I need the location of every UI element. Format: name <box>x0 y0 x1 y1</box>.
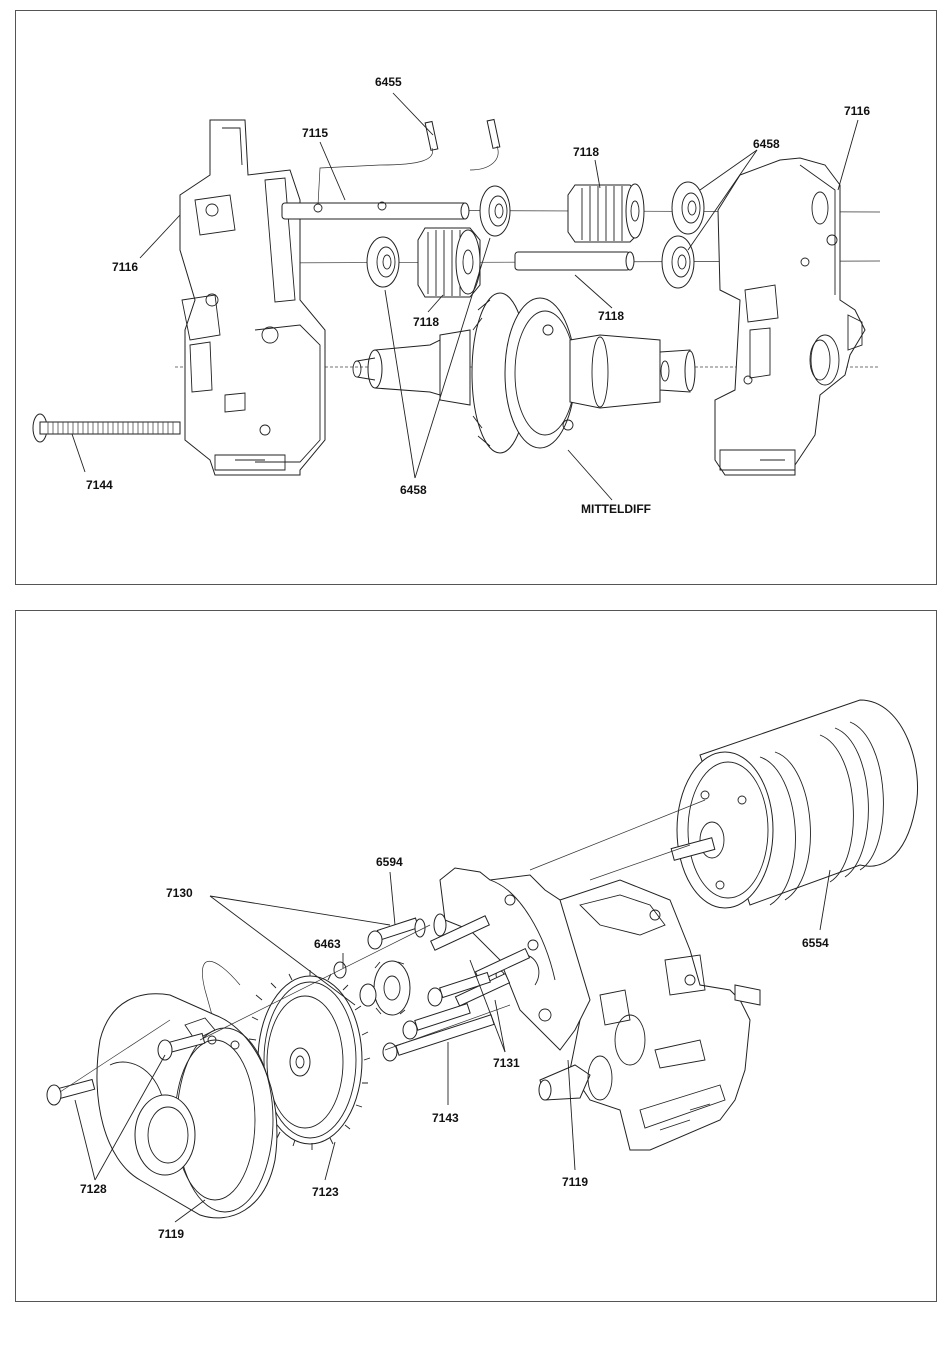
label-7128: 7128 <box>80 1182 107 1196</box>
spur-cover-7119 <box>97 994 277 1218</box>
label-7118-shaft: 7118 <box>598 309 624 323</box>
top-assembly-drawing: 6455 7115 7118 6458 7116 7116 7118 7118 … <box>33 75 880 516</box>
label-7118-upper: 7118 <box>573 145 599 159</box>
screw-7144 <box>33 414 180 442</box>
label-6463: 6463 <box>314 937 341 951</box>
label-7143: 7143 <box>432 1111 459 1125</box>
label-6455: 6455 <box>375 75 402 89</box>
gear-7118-upper <box>568 184 644 242</box>
label-7116-left: 7116 <box>112 260 138 274</box>
label-7119-plate: 7119 <box>562 1175 588 1189</box>
label-7130: 7130 <box>166 886 193 900</box>
label-7115: 7115 <box>302 126 328 140</box>
bearing-6458-right-lower <box>662 236 694 288</box>
bearing-6458-left-upper <box>480 186 510 236</box>
bearing-6458-right-upper <box>672 182 704 234</box>
gear-7118-left <box>418 228 480 297</box>
label-7118-left: 7118 <box>413 315 439 329</box>
label-6458-bottom: 6458 <box>400 483 427 497</box>
right-gearbox-half <box>715 158 865 475</box>
label-7144: 7144 <box>86 478 113 492</box>
center-differential <box>353 293 695 453</box>
bottom-assembly-drawing: 6594 7130 6463 6554 7131 7143 7128 7123 … <box>47 700 918 1241</box>
motor-6554 <box>671 700 917 908</box>
label-6554: 6554 <box>802 936 829 950</box>
left-gearbox-half <box>180 120 325 475</box>
label-7131: 7131 <box>493 1056 520 1070</box>
label-6594: 6594 <box>376 855 403 869</box>
label-7123: 7123 <box>312 1185 339 1199</box>
bearing-6458-left-lower <box>367 237 399 287</box>
label-7119-cover: 7119 <box>158 1227 184 1241</box>
pin-6455 <box>425 119 500 150</box>
shaft-7118-long <box>515 252 634 270</box>
label-mitteldiff: MITTELDIFF <box>581 502 651 516</box>
label-7116-right: 7116 <box>844 104 870 118</box>
shaft-7115 <box>282 202 469 219</box>
label-6458-right: 6458 <box>753 137 780 151</box>
